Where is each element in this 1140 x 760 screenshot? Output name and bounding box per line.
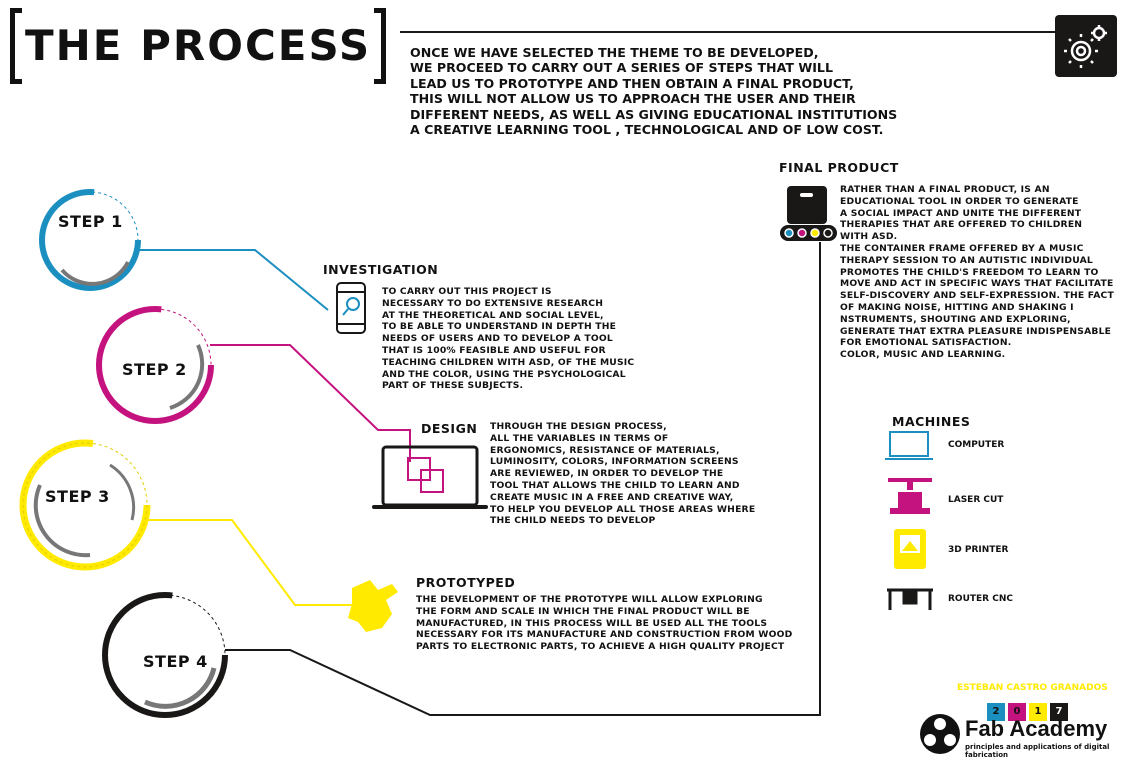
text-line: To carry out this project is — [382, 286, 552, 297]
text-line: generate that extra pleasure indispensab… — [840, 325, 1112, 337]
conveyor-product-icon — [780, 186, 837, 241]
text-line: tool that allows the child to learn and — [490, 479, 740, 491]
laptop-cube-icon — [372, 445, 488, 509]
text-line: nstruments, shouting and exploring, — [840, 313, 1071, 325]
connector-step3 — [147, 519, 355, 606]
brand-name: Fab Academy — [965, 716, 1108, 741]
intro-line: Once we have selected the theme to be de… — [410, 45, 819, 60]
text-line: to be able to understand in depth the — [382, 321, 617, 333]
text-line: educational tool in order to generate — [840, 195, 1079, 207]
final-product-text: Rather than a final product, is an educa… — [840, 184, 1114, 361]
connector-step4 — [225, 242, 821, 716]
text-line: are reviewed, in order to develop the — [490, 468, 724, 480]
text-line: part of these subjects. — [382, 380, 524, 392]
prototyped-heading: Prototyped — [416, 575, 516, 590]
hand-tool-icon — [348, 580, 398, 632]
year-digit: 1 — [1029, 703, 1047, 721]
year-digit: 7 — [1050, 703, 1068, 721]
text-line: with ASD. — [840, 231, 898, 243]
text-line: necessary to do extensive research — [382, 297, 604, 309]
step1-label: STEP 1 — [58, 212, 123, 231]
intro-paragraph: Once we have selected the theme to be de… — [410, 45, 897, 137]
3d-printer-icon — [894, 529, 926, 569]
machine-laser-cut-label: Laser cut — [948, 495, 1004, 505]
router-cnc-icon — [887, 588, 933, 610]
text-line: The container frame offered by a music — [840, 242, 1084, 254]
text-line: to help you develop all those areas wher… — [490, 503, 756, 515]
text-line: promotes the child's freedom to learn to — [840, 266, 1099, 278]
text-line: and the color, using the psychological — [382, 368, 626, 380]
text-line: self-discovery and self-expression. The … — [840, 290, 1114, 302]
investigation-text: To carry out this project is necessary t… — [382, 286, 634, 392]
page-title: THE PROCESS — [10, 8, 387, 84]
fab-academy-logo — [920, 714, 960, 754]
text-line: luminosity, colors, information screens — [490, 456, 739, 468]
prototyped-text: The development of the prototype will al… — [416, 594, 792, 653]
year-digit: 2 — [987, 703, 1005, 721]
step3-label: STEP 3 — [45, 487, 110, 506]
year-digit: 0 — [1008, 703, 1026, 721]
text-line: manufactured, in this process will be us… — [416, 617, 768, 629]
connector-step1 — [138, 249, 329, 311]
intro-line: this will not allow us to approach the u… — [410, 91, 856, 107]
text-line: of making noise, hitting and shaking i — [840, 301, 1074, 313]
step4-label: STEP 4 — [143, 652, 208, 671]
intro-line: a creative learning tool , technological… — [410, 122, 884, 138]
text-line: create music in a free and creative way, — [490, 491, 734, 503]
text-line: therapies that are offered to children — [840, 219, 1083, 231]
design-heading: Design — [421, 421, 478, 436]
step4-circle — [102, 592, 228, 718]
text-line: Through the design process, — [490, 421, 667, 432]
design-text: Through the design process, all the vari… — [490, 421, 755, 527]
author-name: ESTEBAN CASTRO GRANADOS — [957, 683, 1108, 693]
text-line: that is 100% feasible and useful for — [382, 344, 606, 356]
laser-cut-icon — [888, 478, 932, 514]
intro-line: we proceed to carry out a series of step… — [410, 60, 833, 76]
step2-circle — [96, 306, 214, 424]
text-line: for emotional satisfaction. — [840, 337, 1012, 349]
intro-line: lead us to prototype and then obtain a f… — [410, 75, 854, 91]
final-product-heading: Final Product — [779, 160, 899, 175]
text-line: at the theoretical and social level, — [382, 309, 604, 321]
text-line: a social impact and unite the different — [840, 207, 1082, 219]
machines-heading: Machines — [892, 414, 971, 429]
phone-search-icon — [336, 282, 366, 334]
connector-step2 — [210, 344, 411, 462]
text-line: therapy session to an autistic individua… — [840, 254, 1093, 266]
computer-icon — [885, 431, 933, 460]
step3-circle — [19, 439, 151, 571]
text-line: needs of users and to develop a tool — [382, 333, 613, 345]
text-line: teaching children with ASD, of the music — [382, 356, 635, 368]
text-line: move and act in specific ways that facil… — [840, 278, 1114, 290]
investigation-heading: Investigation — [323, 262, 439, 277]
text-line: all the variables in terms of — [490, 432, 669, 444]
text-line: Color, music and learning. — [840, 349, 1006, 361]
machine-router-cnc-label: Router CNC — [948, 594, 1013, 604]
text-line: the child needs to develop — [490, 515, 656, 527]
text-line: the form and scale in which the final pr… — [416, 605, 750, 617]
text-line: ergonomics, resistance of materials, — [490, 444, 720, 456]
brand-tagline: principles and applications of digital f… — [965, 743, 1110, 759]
text-line: Rather than a final product, is an — [840, 184, 1050, 195]
text-line: The development of the prototype will al… — [416, 594, 763, 605]
machine-computer-label: Computer — [948, 440, 1005, 450]
text-line: parts to electronic parts, to achieve a … — [416, 641, 785, 653]
text-line: necessary for its manufacture and constr… — [416, 629, 793, 641]
machine-3d-printer-label: 3D printer — [948, 545, 1009, 555]
step2-label: STEP 2 — [122, 360, 187, 379]
step1-circle — [39, 189, 141, 291]
settings-gear-icon — [1055, 15, 1117, 77]
intro-line: different needs, as well as giving educa… — [410, 106, 898, 122]
